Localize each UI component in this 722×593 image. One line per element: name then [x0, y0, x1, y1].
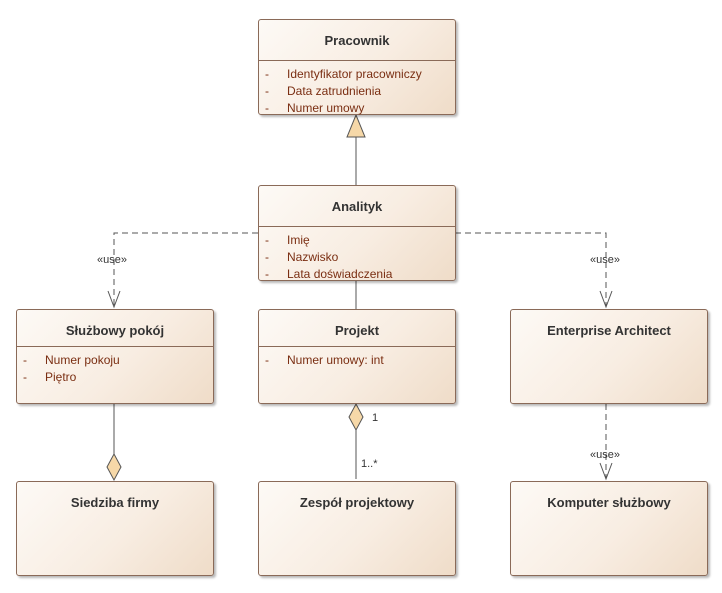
use-right-arrowhead — [599, 290, 613, 309]
generalization-arrowhead — [346, 113, 366, 138]
attribute-label: Lata doświadczenia — [287, 267, 393, 281]
class-name: Analityk — [331, 199, 383, 214]
attribute-visibility: - — [23, 353, 27, 367]
attribute-compartment: - Numer pokoju - Piętro — [17, 346, 213, 403]
class-name: Komputer służbowy — [547, 495, 671, 510]
attribute-label: Numer umowy: int — [287, 353, 384, 367]
attribute-row: - Piętro — [17, 369, 213, 386]
source-multiplicity: 1 — [372, 412, 379, 424]
class-name: Siedziba firmy — [70, 495, 160, 510]
attribute-label: Imię — [287, 233, 310, 247]
class-projekt[interactable]: Projekt - Numer umowy: int — [258, 309, 456, 404]
attribute-label: Identyfikator pracowniczy — [287, 67, 422, 81]
attribute-label: Data zatrudnienia — [287, 84, 382, 98]
attribute-compartment: - Identyfikator pracowniczy - Data zatru… — [259, 60, 455, 117]
use-left-stereotype: «use» — [97, 254, 127, 266]
attribute-row: - Imię — [259, 232, 455, 249]
attribute-visibility: - — [23, 370, 27, 384]
attribute-row: - Nazwisko — [259, 249, 455, 266]
attribute-row: - Numer pokoju — [17, 352, 213, 369]
class-komputer-sluzbowy[interactable]: Komputer służbowy — [510, 481, 708, 576]
class-name: Enterprise Architect — [547, 323, 671, 338]
attribute-compartment: - Imię - Nazwisko - Lata doświadczenia — [259, 226, 455, 283]
attribute-compartment: - Numer umowy: int — [259, 346, 455, 403]
class-name: Projekt — [334, 323, 380, 338]
class-sluzbowy-pokoj[interactable]: Służbowy pokój - Numer pokoju - Piętro — [16, 309, 214, 404]
use-left-dependency — [113, 232, 258, 307]
class-siedziba-firmy[interactable]: Siedziba firmy — [16, 481, 214, 576]
attribute-label: Numer pokoju — [45, 353, 120, 367]
attribute-label: Numer umowy — [287, 101, 365, 115]
attribute-row: - Numer umowy — [259, 100, 455, 117]
projekt-zespol-diamond — [348, 402, 364, 432]
target-multiplicity: 1..* — [361, 458, 378, 470]
class-name: Pracownik — [324, 33, 390, 48]
attribute-label: Nazwisko — [287, 250, 339, 264]
use-right-stereotype: «use» — [590, 254, 620, 266]
attribute-row: - Data zatrudnienia — [259, 83, 455, 100]
attribute-row: - Numer umowy: int — [259, 352, 455, 369]
attribute-visibility: - — [265, 67, 269, 81]
attribute-visibility: - — [265, 84, 269, 98]
attribute-visibility: - — [265, 250, 269, 264]
attribute-visibility: - — [265, 233, 269, 247]
class-enterprise-architect[interactable]: Enterprise Architect — [510, 309, 708, 404]
class-pracownik[interactable]: Pracownik - Identyfikator pracowniczy - … — [258, 19, 456, 115]
attribute-visibility: - — [265, 267, 269, 281]
class-name: Zespół projektowy — [299, 495, 415, 510]
attribute-row: - Lata doświadczenia — [259, 266, 455, 283]
use-bottom-stereotype: «use» — [590, 449, 620, 461]
attribute-visibility: - — [265, 101, 269, 115]
use-bottom-arrowhead — [599, 462, 613, 481]
class-name: Służbowy pokój — [65, 323, 165, 338]
class-zespol-projektowy[interactable]: Zespół projektowy — [258, 481, 456, 576]
attribute-row: - Identyfikator pracowniczy — [259, 66, 455, 83]
attribute-visibility: - — [265, 353, 269, 367]
attribute-label: Piętro — [45, 370, 77, 384]
use-left-arrowhead — [107, 290, 121, 309]
use-right-dependency — [455, 232, 607, 307]
class-analityk[interactable]: Analityk - Imię - Nazwisko - Lata doświa… — [258, 185, 456, 281]
aggregation-diamond — [106, 452, 122, 482]
